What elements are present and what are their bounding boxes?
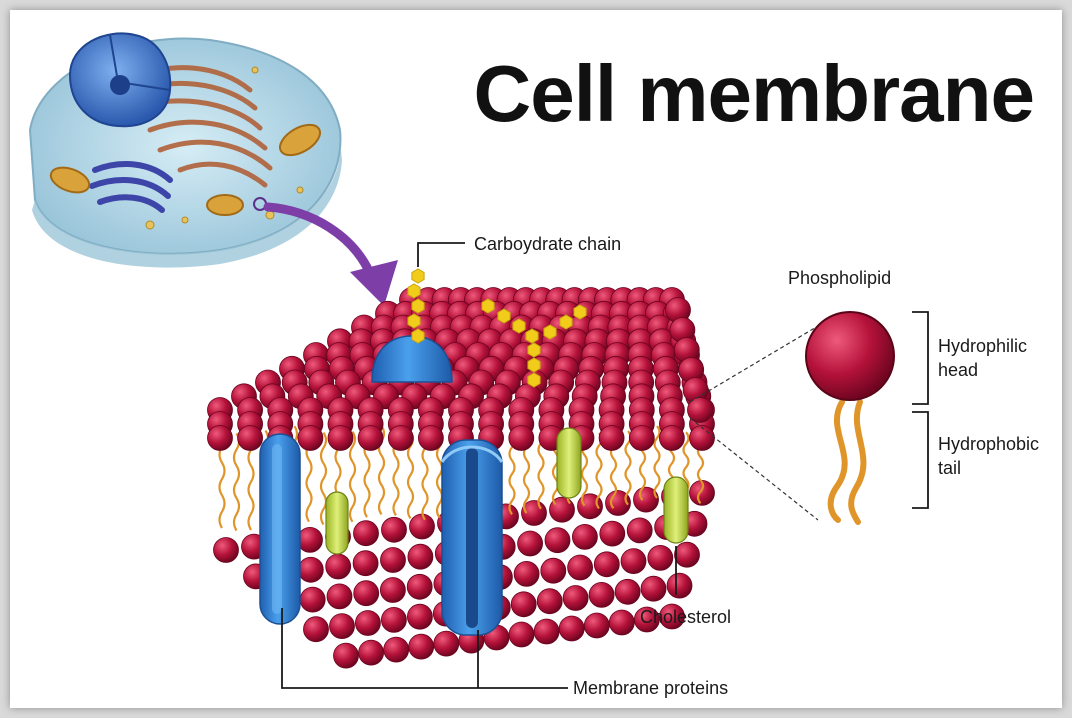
phospholipid-head	[648, 545, 673, 570]
phospholipid-head	[327, 584, 352, 609]
carbohydrate-bead	[544, 325, 556, 339]
carbohydrate-bead	[528, 358, 540, 372]
carbohydrate-bead	[482, 299, 494, 313]
nucleus	[70, 33, 170, 126]
label-hydrophilic-line-1: Hydrophilic	[938, 334, 1027, 358]
phospholipid-head	[298, 426, 323, 451]
animal-cell-illustration	[30, 33, 342, 267]
phospholipid-tail	[234, 433, 239, 530]
phospholipid-head	[659, 426, 684, 451]
phospholipid-head	[409, 634, 434, 659]
phospholipid-head	[381, 607, 406, 632]
phospholipid-head	[304, 617, 329, 642]
carbohydrate-bead	[498, 309, 510, 323]
phospholipid-head	[563, 586, 588, 611]
phospholipid-head	[584, 613, 609, 638]
phospholipid-head	[518, 531, 543, 556]
phospholipid-head	[298, 557, 323, 582]
phospholipid-head	[381, 548, 406, 573]
phospholipid-head	[408, 544, 433, 569]
phospholipid-head	[534, 619, 559, 644]
phospholipid-head	[621, 549, 646, 574]
phospholipid-head	[541, 558, 566, 583]
phospholipid-head	[326, 554, 351, 579]
carbohydrate-bead	[412, 299, 424, 313]
phospholipid-head	[509, 622, 534, 647]
phospholipid-head	[214, 538, 239, 563]
phospholipid-head	[589, 582, 614, 607]
phospholipid-head-large	[806, 312, 894, 400]
integral-protein-channel	[442, 440, 502, 635]
phospholipid-head	[238, 426, 263, 451]
phospholipid-head	[384, 637, 409, 662]
phospholipid-head	[537, 589, 562, 614]
label-carbohydrate-chain: Carboydrate chain	[474, 232, 621, 256]
phospholipid-head	[559, 616, 584, 641]
upper-layer-heads	[208, 288, 715, 451]
phospholipid-head	[434, 631, 459, 656]
phospholipid-head	[641, 576, 666, 601]
phospholipid-head	[514, 561, 539, 586]
phospholipid-head	[358, 426, 383, 451]
phospholipid-head	[300, 587, 325, 612]
phospholipid-head	[509, 426, 534, 451]
carbohydrate-bead	[412, 329, 424, 343]
phospholipid-head	[355, 611, 380, 636]
phospholipid-head	[407, 574, 432, 599]
carbohydrate-bead	[408, 284, 420, 298]
carbohydrate-bead	[528, 343, 540, 357]
phospholipid-head	[690, 426, 715, 451]
phospholipid-head	[615, 579, 640, 604]
carbohydrate-bead	[412, 269, 424, 283]
phospholipid-head	[328, 426, 353, 451]
phospholipid-head	[359, 640, 384, 665]
phospholipid-head	[353, 551, 378, 576]
phospholipid-head	[629, 426, 654, 451]
phospholipid-head	[208, 426, 233, 451]
page-title: Cell membrane	[473, 48, 1034, 140]
phospholipid-head	[568, 555, 593, 580]
phospholipid-head	[334, 643, 359, 668]
label-hydrophobic-line-1: Hydrophobic	[938, 432, 1039, 456]
phospholipid-head	[627, 518, 652, 543]
label-cholesterol: Cholesterol	[640, 605, 731, 629]
carbohydrate-bead	[526, 329, 538, 343]
phospholipid-head	[354, 521, 379, 546]
phospholipid-head	[330, 614, 355, 639]
integral-protein-left	[260, 434, 300, 624]
label-hydrophilic-line-2: head	[938, 358, 1027, 382]
phospholipid-head	[609, 610, 634, 635]
diagram-frame: Cell membrane Carboydrate chain Phosphol…	[10, 10, 1062, 708]
phospholipid-head	[354, 581, 379, 606]
phospholipid-head	[572, 524, 597, 549]
phospholipid-head	[388, 426, 413, 451]
phospholipid-tail	[655, 426, 660, 498]
phospholipid-head	[667, 573, 692, 598]
carbohydrate-bead	[574, 305, 586, 319]
phospholipid-head	[380, 578, 405, 603]
phospholipid-head	[545, 528, 570, 553]
phospholipid-head	[511, 592, 536, 617]
phospholipid-head	[675, 542, 700, 567]
label-hydrophobic-line-2: tail	[938, 456, 1039, 480]
phospholipid-head	[594, 552, 619, 577]
phospholipid-tail	[321, 433, 326, 525]
phospholipid-head	[407, 604, 432, 629]
phospholipid-detail	[690, 312, 928, 522]
phospholipid-head	[418, 426, 443, 451]
phospholipid-head	[298, 527, 323, 552]
carbohydrate-bead	[513, 319, 525, 333]
phospholipid-head	[382, 517, 407, 542]
carbohydrate-bead	[408, 314, 420, 328]
phospholipid-head	[600, 521, 625, 546]
label-hydrophobic-tail: Hydrophobic tail	[938, 432, 1039, 480]
label-phospholipid: Phospholipid	[788, 266, 891, 290]
phospholipid-head	[599, 426, 624, 451]
label-hydrophilic-head: Hydrophilic head	[938, 334, 1027, 382]
carbohydrate-bead	[528, 373, 540, 387]
label-membrane-proteins: Membrane proteins	[573, 676, 728, 700]
phospholipid-head	[410, 514, 435, 539]
carbohydrate-bead	[560, 315, 572, 329]
